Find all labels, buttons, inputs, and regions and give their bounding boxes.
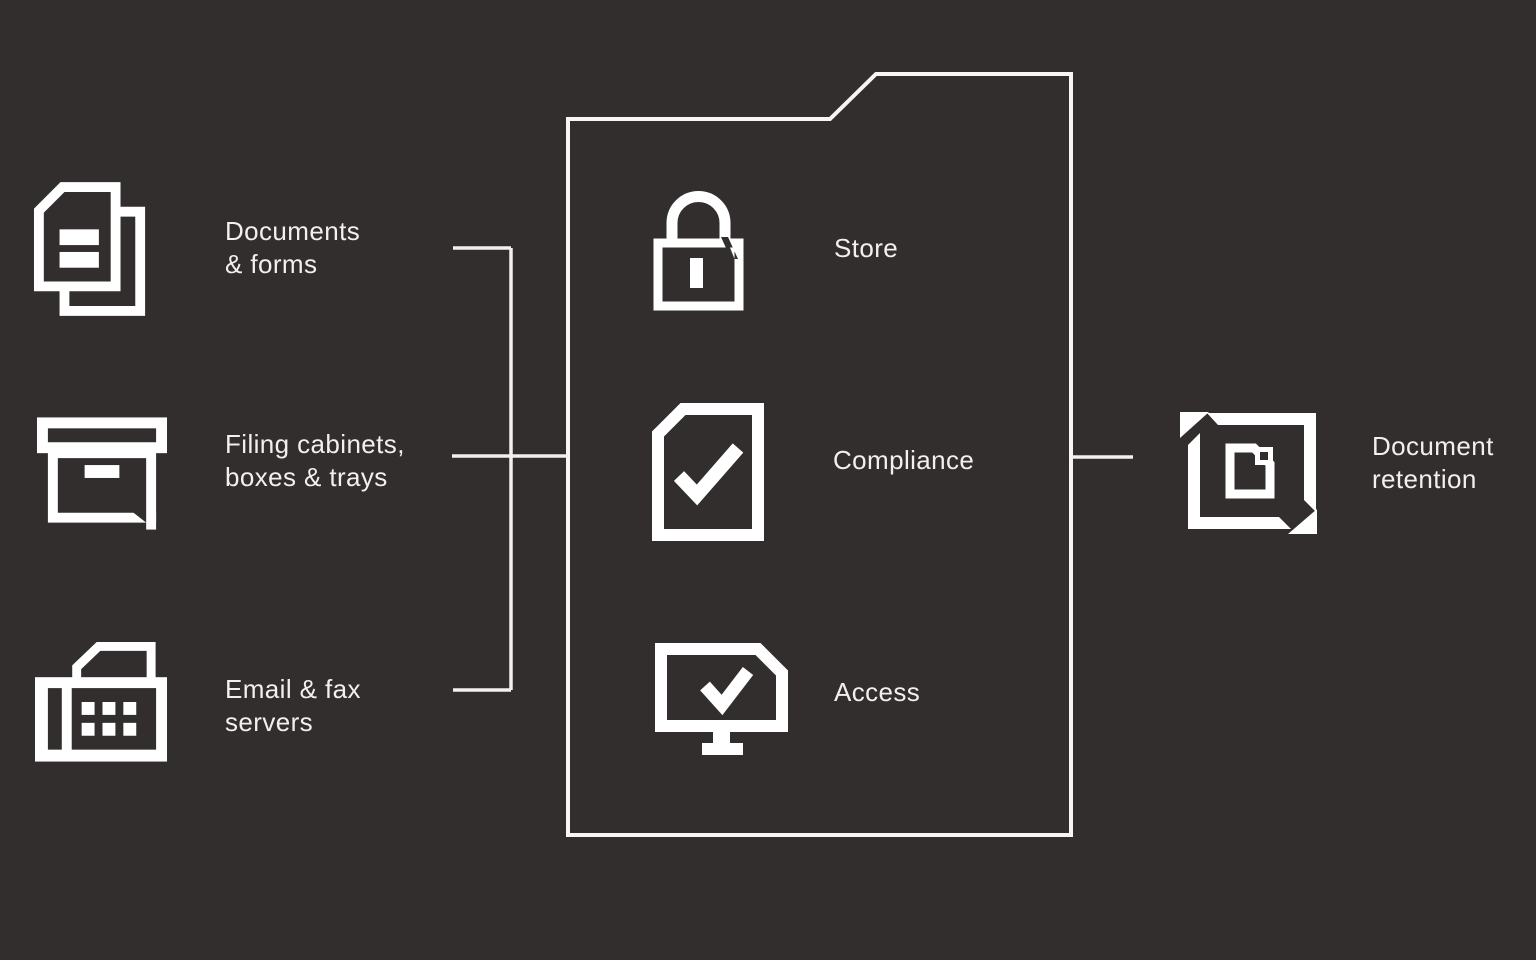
label-line: Documents — [225, 216, 361, 246]
label-line: Access — [834, 677, 921, 707]
label-line: Store — [834, 233, 899, 263]
label-line: boxes & trays — [225, 462, 388, 492]
label-line: Email & fax — [225, 674, 361, 704]
source-label-filing-cabinets: Filing cabinets, boxes & trays — [225, 428, 405, 494]
fax-machine-icon — [35, 642, 168, 762]
label-line: & forms — [225, 249, 318, 279]
label-line: retention — [1372, 464, 1477, 494]
source-label-documents-forms: Documents & forms — [225, 215, 360, 281]
folder-item-label-store: Store — [834, 232, 898, 265]
padlock-icon — [653, 191, 744, 311]
source-bracket — [453, 246, 513, 692]
monitor-check-icon — [655, 643, 788, 755]
label-line: Filing cabinets, — [225, 429, 405, 459]
result-label-document-retention: Document retention — [1372, 430, 1494, 496]
document-retention-icon — [1180, 412, 1317, 534]
folder-item-label-compliance: Compliance — [833, 444, 974, 477]
folder-outline — [566, 72, 1073, 837]
source-label-email-fax: Email & fax servers — [225, 673, 361, 739]
label-line: Document — [1372, 431, 1494, 461]
checked-document-icon — [652, 403, 764, 541]
folder-item-label-access: Access — [834, 676, 920, 709]
label-line: Compliance — [833, 445, 975, 475]
storage-box-icon — [36, 417, 168, 530]
label-line: servers — [225, 707, 314, 737]
documents-icon — [33, 182, 146, 316]
